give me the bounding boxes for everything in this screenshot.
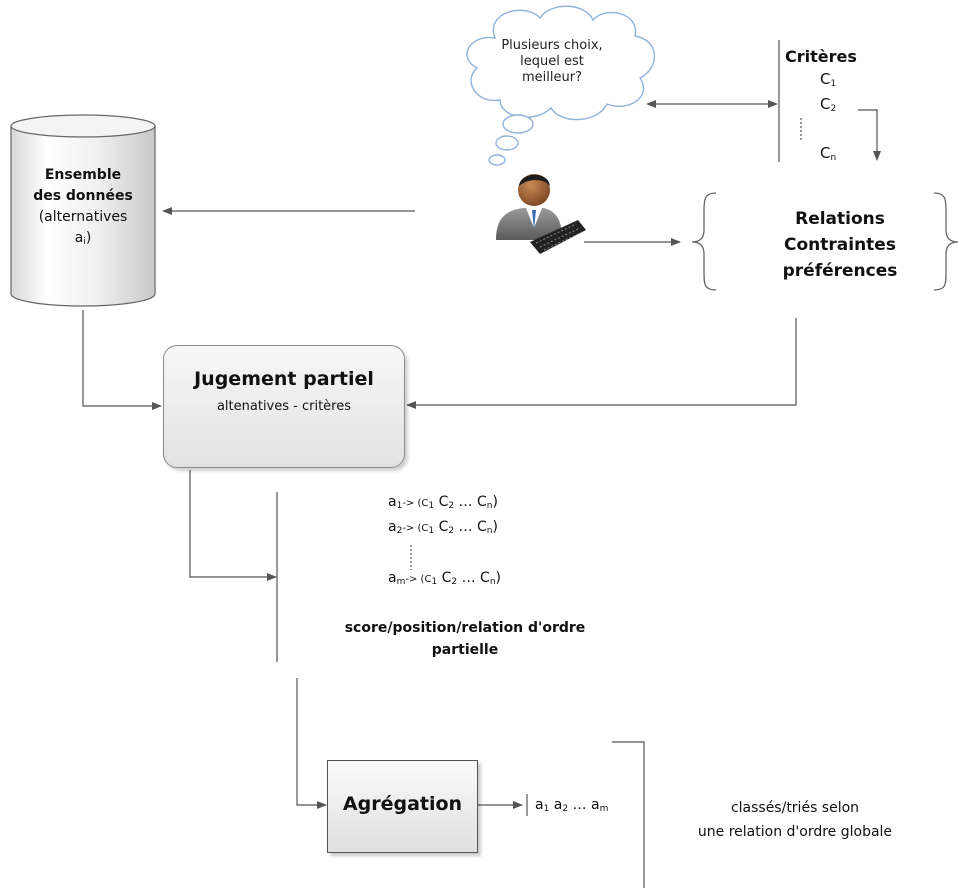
row2-c2: C [434,519,449,535]
dataset-line-2: des données [33,188,133,204]
partial-caption: score/position/relation d'ordre partiell… [300,617,630,661]
rowm-cn: … C [457,570,490,586]
aggregation-label: Agrégation [342,793,463,815]
result-am-sub: m [599,804,609,814]
criteria-cn: Cn [820,144,836,163]
row1-a: a [388,494,397,510]
dataset-line-1: Ensemble [44,167,122,183]
rowm-a: a [388,570,397,586]
row2-cn: … C [454,519,487,535]
partial-caption-line-1: score/position/relation d'ordre [344,620,586,636]
thought-bubble [466,5,656,166]
partial-judgement-subtitle: altenatives - critères [216,399,352,414]
row1-c2: C [434,494,449,510]
row2-a: a [388,519,397,535]
row1-a-sub: 1 [396,501,403,511]
partial-row-2: a2-> (C1 C2 … Cn) [388,519,498,536]
result-am: … a [568,797,600,813]
dataset-line-4: ai) [10,228,156,253]
relations-line-2: Contraintes [784,235,896,255]
rowm-cn-sub: n [489,577,496,587]
result-a2-sub: 2 [562,804,569,814]
criteria-c2-sub: 2 [830,104,837,114]
result-a2: a [549,797,563,813]
aggregation-box: Agrégation [327,760,478,853]
criteria-c2: C2 [820,95,836,114]
criteria-c1-sub: 1 [830,79,837,89]
database-cylinder-icon [10,114,156,307]
rowm-arrow: -> (C [405,574,432,585]
row2-cn-sub: n [486,526,493,536]
aggregation-caption-line-2: une relation d'ordre globale [697,824,893,840]
row2-a-sub: 2 [396,526,403,536]
row1-end: ) [492,494,498,510]
thought-line-2: lequel est [520,54,584,69]
thought-line-1: Plusieurs choix, [501,38,603,53]
thought-line-3: meilleur? [522,70,582,85]
row2-c1-sub: 1 [428,526,435,536]
rowm-end: ) [495,570,502,586]
criteria-c2-letter: C [820,95,831,113]
relations-line-3: préférences [782,261,898,281]
row1-c2-sub: 2 [448,501,455,511]
aggregation-caption-line-1: classés/triés selon [730,800,860,816]
result-a1-sub: 1 [543,804,550,814]
dataset-label: Ensemble des données (alternatives ai) [10,165,156,253]
aggregation-caption: classés/triés selon une relation d'ordre… [650,796,940,844]
user-at-keyboard-icon [496,174,586,254]
row2-arrow: -> (C [402,523,429,534]
row2-end: ) [492,519,498,535]
partial-judgement-box: Jugement partiel altenatives - critères [163,345,405,468]
rowm-c1-sub: 1 [431,577,438,587]
row1-cn-sub: n [486,501,493,511]
result-a1: a [535,797,544,813]
dataset-ai-end: ) [85,230,92,246]
thought-text: Plusieurs choix, lequel est meilleur? [477,38,627,86]
row1-arrow: -> (C [402,498,429,509]
criteria-cn-letter: C [820,144,831,162]
rowm-c2: C [437,570,452,586]
relations-line-1: Relations [795,209,885,229]
relations-braces [691,192,959,291]
dataset-ai-letter: a [74,230,84,246]
row1-c1-sub: 1 [428,501,435,511]
aggregation-result: a1 a2 … am [535,797,608,814]
rowm-a-sub: m [396,577,406,587]
criteria-c1: C1 [820,70,836,89]
dataset-ai-sub: i [83,237,86,247]
rowm-c2-sub: 2 [451,577,458,587]
partial-row-m: am-> (C1 C2 … Cn) [388,570,501,587]
row1-cn: … C [454,494,487,510]
dataset-line-3: (alternatives [38,209,128,225]
row2-c2-sub: 2 [448,526,455,536]
criteria-title: Critères [785,47,857,66]
partial-judgement-title: Jugement partiel [194,368,374,390]
criteria-c1-letter: C [820,70,831,88]
relations-label: Relations Contraintes préférences [760,206,920,284]
criteria-cn-sub: n [830,153,837,163]
partial-caption-line-2: partielle [431,642,499,658]
partial-row-1: a1-> (C1 C2 … Cn) [388,494,498,511]
